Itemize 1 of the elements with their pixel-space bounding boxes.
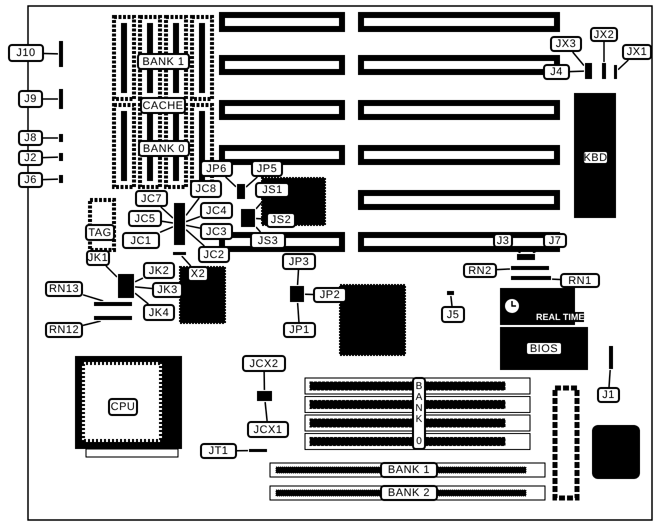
chip-text: REAL TIME [536, 312, 584, 322]
